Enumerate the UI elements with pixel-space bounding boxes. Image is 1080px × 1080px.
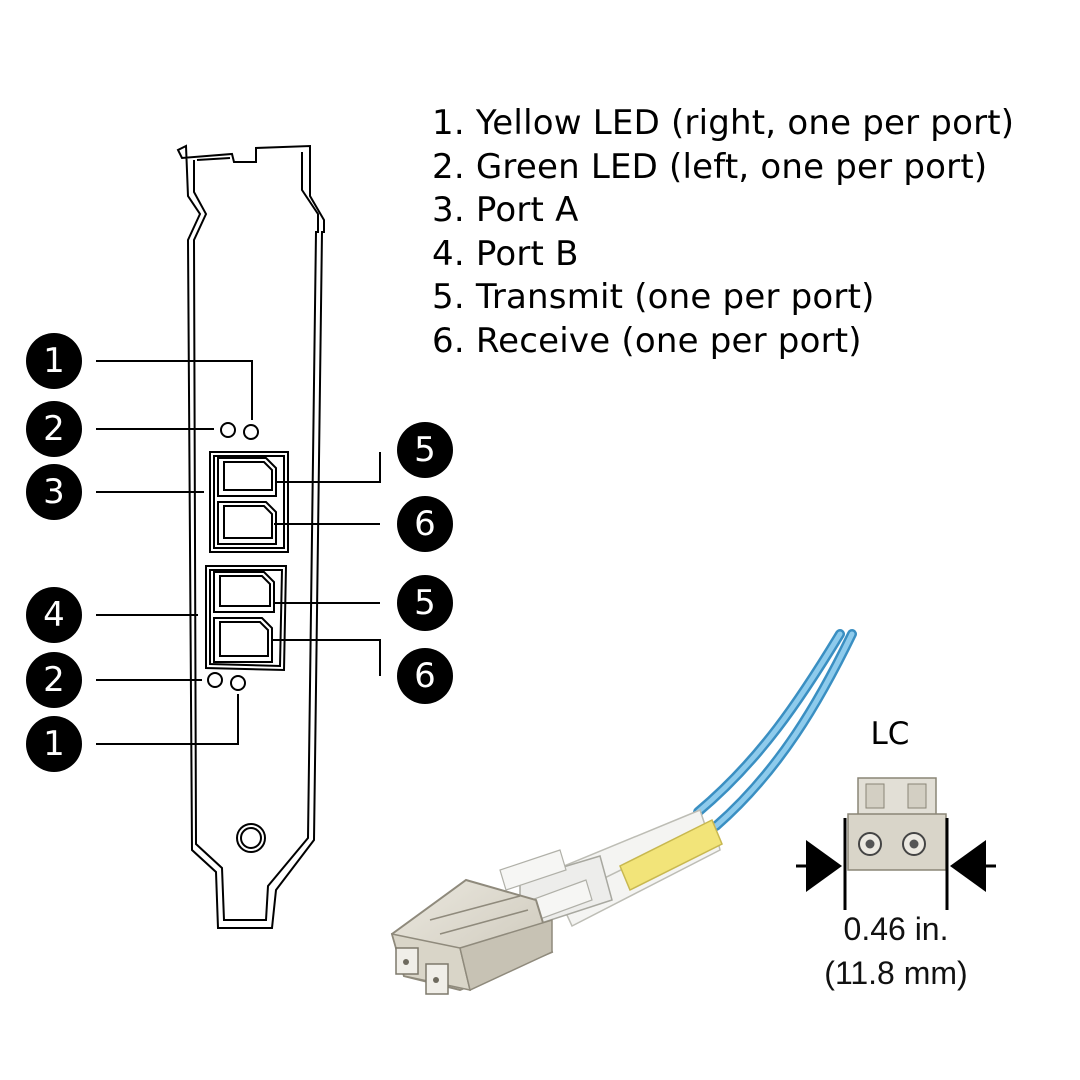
svg-text:3: 3 [43,472,65,512]
legend-item-transmit: 5. Transmit (one per port) [432,277,875,318]
lc-label: LC [871,716,910,752]
legend-item-yellow-led: 1. Yellow LED (right, one per port) [432,103,1015,143]
legend-item-port-b: 4. Port B [432,233,579,274]
svg-text:1: 1 [43,341,65,381]
svg-text:2: 2 [43,660,65,700]
port-b-leds [207,672,246,691]
callout-3: 3 [26,464,82,520]
leader-lines [96,360,381,745]
svg-text:1: 1 [43,724,65,764]
svg-text:6: 6 [414,656,436,696]
callout-5-top: 5 [397,422,453,478]
callout-4: 4 [26,587,82,643]
port-b-green-led [207,672,223,688]
callout-1-bottom: 1 [26,716,82,772]
legend-item-receive: 6. Receive (one per port) [432,320,862,361]
port-b-receive-jack [213,617,273,663]
port-a-yellow-led [243,424,259,440]
port-a-transmit-jack [217,457,277,497]
dimension-arrow-right [950,840,986,892]
dimension-inches: 0.46 in. [844,911,949,947]
callout-5-bottom: 5 [397,575,453,631]
port-b [205,565,288,672]
port-a [209,451,289,553]
callout-2-top: 2 [26,401,82,457]
legend-list: 1. Yellow LED (right, one per port) 2. G… [432,102,1014,364]
callout-2-bottom: 2 [26,652,82,708]
pcie-bracket [176,144,325,929]
port-b-transmit-jack [213,571,275,613]
callout-1-top: 1 [26,333,82,389]
dimension-arrow-left [806,840,842,892]
svg-text:5: 5 [414,583,436,623]
port-a-green-led [220,422,236,438]
svg-text:5: 5 [414,430,436,470]
lc-fiber-cable [390,629,857,995]
callout-6-top: 6 [397,496,453,552]
port-a-receive-jack [217,501,277,545]
callout-6-bottom: 6 [397,648,453,704]
legend-item-green-led: 2. Green LED (left, one per port) [432,146,988,187]
port-a-leds [220,422,259,440]
svg-text:2: 2 [43,409,65,449]
svg-text:4: 4 [43,595,65,635]
port-b-yellow-led [230,675,246,691]
lc-front-view: LC 0.46 in. (11.8 mm) [796,716,996,991]
bracket-screw-hole [236,823,266,853]
svg-text:6: 6 [414,504,436,544]
legend-item-port-a: 3. Port A [432,190,579,231]
dimension-mm: (11.8 mm) [824,955,967,991]
